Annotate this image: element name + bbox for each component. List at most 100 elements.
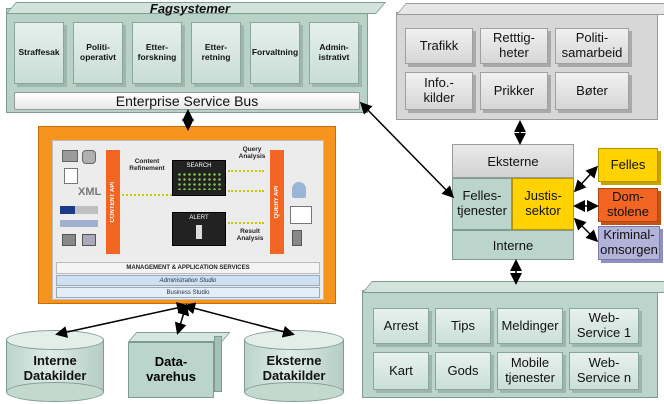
service-label: Gods [447,362,479,378]
service-label: Arrest [383,317,419,333]
document-icon [64,168,78,184]
datastore-eksterne-label[interactable]: Eksterne Datakilder [262,353,326,383]
datastore-interne-label[interactable]: Interne Datakilder [23,353,87,383]
fag-item-straffesak[interactable]: Straffesak [14,22,64,84]
user-icon [292,182,306,198]
service-label: Prikker [493,82,535,98]
service-arrest[interactable]: Arrest [373,308,429,344]
service-infokilder[interactable]: Info.- kilder [405,72,473,110]
fag-item-label: Etter- forskning [137,42,177,62]
content-api-bar[interactable]: CONTENT API [106,150,120,254]
hub-interne-label: Interne [492,237,534,253]
pipe-line [228,190,264,192]
content-api-label: CONTENT API [110,181,116,223]
result-analysis-label: Result Analysis [236,228,264,242]
service-webservice-1[interactable]: Web- Service 1 [569,308,639,344]
esb-label: Enterprise Service Bus [115,93,259,109]
fag-item-politi-operativt[interactable]: Politi- operativt [73,22,123,84]
service-politisamarbeid[interactable]: Politi- samarbeid [555,28,629,64]
search-engine-box[interactable]: SEARCH [172,160,226,196]
fag-item-label: Etter- retning [201,42,231,62]
storage-icon [62,234,76,246]
service-label: Web- Service 1 [576,310,632,340]
arrow-hub-felles [573,165,599,193]
service-label: Web- Service n [576,355,632,385]
search-label: SEARCH [186,163,212,169]
pipe-line [228,222,264,224]
sector-felles-label: Felles [610,156,646,172]
enterprise-service-bus[interactable]: Enterprise Service Bus [14,92,360,110]
service-label: Meldinger [501,317,559,333]
fag-item-label: Admin- istrativt [318,42,350,62]
hub-justis-sektor[interactable]: Justis- sektor [512,178,574,230]
service-gods[interactable]: Gods [435,352,491,390]
datastore-interne-top [6,330,104,350]
external-services-panel-top [396,3,664,15]
phone-icon [292,230,302,246]
management-services-bar[interactable]: MANAGEMENT & APPLICATION SERVICES [56,262,320,274]
internal-services-panel-top [362,281,664,293]
administration-studio-bar[interactable]: Administration Studio [56,275,320,286]
service-rettigheter[interactable]: Retttig- heter [480,28,548,64]
hub-felles-tjenester-label: Felles- tjenester [457,188,507,218]
fagsystemer-title: Fagsystemer [149,1,231,16]
service-mobile-tjenester[interactable]: Mobile tjenester [497,352,563,390]
windows-icon [60,220,98,227]
datastore-eksterne-top [244,330,344,350]
sector-felles[interactable]: Felles [598,148,658,182]
service-tips[interactable]: Tips [435,308,491,344]
server-icon [62,150,78,162]
monitor-icon [82,234,96,246]
hub-felles-tjenester[interactable]: Felles- tjenester [452,178,512,230]
datastore-datavarehus-side [214,336,222,392]
database-icon [82,150,96,164]
fag-item-etterretning[interactable]: Etter- retning [191,22,241,84]
service-label: Info.- kilder [423,75,455,105]
screen-icon [290,206,312,224]
fag-item-label: Politi- operativt [80,42,116,62]
mgmt-label: MANAGEMENT & APPLICATION SERVICES [126,265,250,271]
fag-item-etterforskning[interactable]: Etter- forskning [132,22,182,84]
datastore-eksterne-bottom [244,382,344,402]
pipe-line [228,170,264,172]
service-label: Politi- samarbeid [561,30,623,60]
query-api-bar[interactable]: QUERY API [270,150,284,254]
service-label: Retttig- heter [493,30,535,60]
service-boter[interactable]: Bøter [555,72,629,110]
alert-engine-box[interactable]: ALERT [172,212,226,246]
arrow-center-datavarehus [174,303,190,335]
service-webservice-n[interactable]: Web- Service n [569,352,639,390]
arrow-hub-kriminal [573,217,599,243]
service-trafikk[interactable]: Trafikk [405,28,473,64]
query-api-label: QUERY API [274,185,280,219]
datastore-datavarehus-label: Data- varehus [146,354,196,384]
content-refinement-label: Content Refinement [129,158,165,172]
sector-domstolene-label: Dom- stolene [607,189,649,219]
business-studio-label: Business Studio [166,289,210,296]
alert-label: ALERT [189,215,209,221]
service-meldinger[interactable]: Meldinger [497,308,563,344]
service-label: Tips [450,317,476,333]
fag-item-forvaltning[interactable]: Forvaltning [250,22,300,84]
source-icons: XML [58,148,102,254]
service-label: Bøter [576,82,608,98]
hub-eksterne[interactable]: Eksterne [452,144,574,178]
business-studio-bar[interactable]: Business Studio [56,287,320,298]
fag-item-label: Straffesak [18,47,60,58]
fag-item-label: Forvaltning [251,47,299,58]
xml-label: XML [78,186,102,198]
datastore-datavarehus[interactable]: Data- varehus [128,342,214,398]
hub-interne[interactable]: Interne [452,230,574,260]
pipe-line [122,194,172,196]
service-label: Trafikk [419,37,459,53]
logo-strip-icon [60,206,98,214]
arrow-center-interne [55,302,189,338]
service-prikker[interactable]: Prikker [480,72,548,110]
alert-icon [196,225,202,239]
datastore-interne-bottom [6,382,104,402]
service-kart[interactable]: Kart [373,352,429,390]
sector-domstolene[interactable]: Dom- stolene [598,188,658,222]
fag-item-administrativt[interactable]: Admin- istrativt [309,22,359,84]
hub-eksterne-label: Eksterne [487,153,539,169]
sector-kriminalomsorgen[interactable]: Kriminal- omsorgen [598,226,660,260]
